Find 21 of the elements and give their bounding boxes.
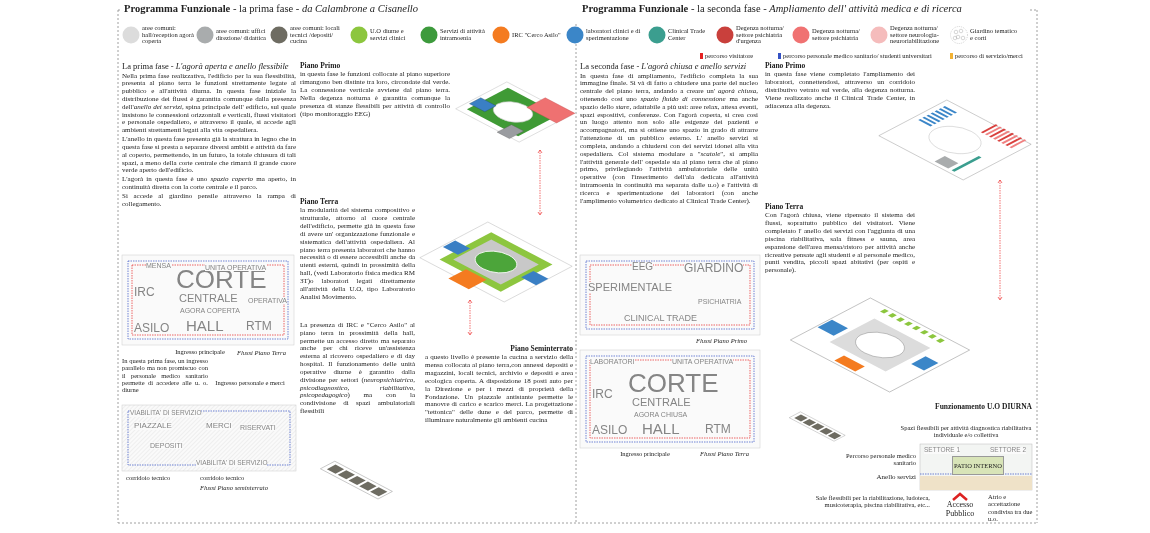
section-title: Programma Funzionale - la seconda fase - Ampliamento dell' attività medica e di ricerca	[582, 3, 962, 15]
room-label: RTM	[705, 423, 731, 435]
section-title: Programma Funzionale - la prima fase - da Calambrone a Cisanello	[124, 3, 418, 15]
room-label: HALL	[186, 318, 224, 333]
room-label: CENTRALE	[179, 293, 238, 304]
room-label: HALL	[642, 421, 680, 436]
room-label: IRC	[592, 388, 613, 400]
room-label: RTM	[246, 320, 272, 332]
room-label: PIAZZALE	[134, 422, 172, 430]
section-heading: La prima fase - L'agorà aperta e anello flessibile	[122, 62, 290, 72]
room-label: MERCI	[206, 422, 232, 430]
room-label: SPERIMENTALE	[588, 282, 673, 293]
room-label: CENTRALE	[632, 397, 691, 408]
room-label: CLINICAL TRADE	[624, 314, 698, 323]
room-label: GIARDINO	[684, 262, 744, 274]
room-label: ASILO	[134, 322, 170, 334]
room-label: EEG	[632, 262, 654, 272]
room-label: IRC	[134, 286, 155, 298]
room-label: ASILO	[592, 424, 628, 436]
annotation-text: Accesso Pubblico	[944, 501, 976, 519]
section-heading: La seconda fase - L'agorà chiusa e anello servizi	[580, 62, 748, 72]
